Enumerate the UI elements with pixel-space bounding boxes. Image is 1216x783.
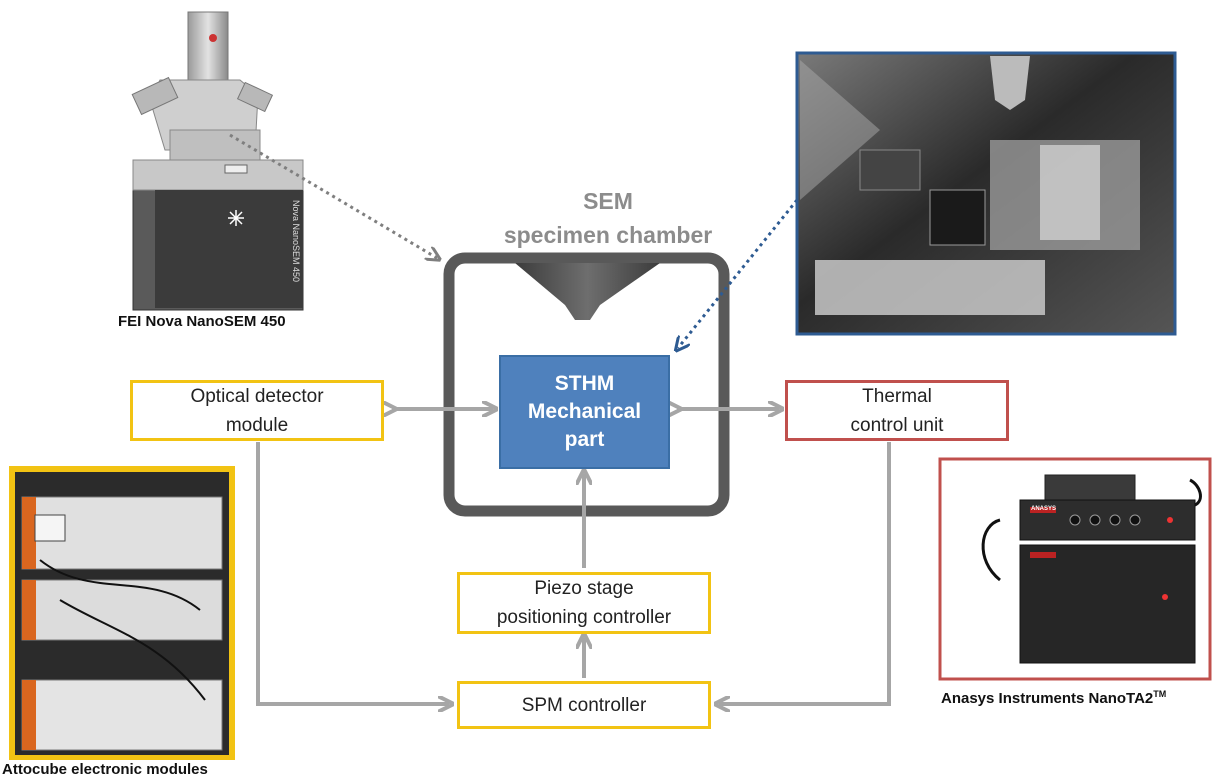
attocube-image [9,466,235,760]
sthm-mechanical-part-box: STHM Mechanical part [499,355,670,469]
anasys-image [938,457,1212,681]
thermal-line2: control unit [850,414,944,436]
sem-side-text: Nova NanoSEM 450 [291,200,301,282]
sem-pointer-arrow [229,133,437,258]
sthm-line1: STHM [554,372,615,395]
thermal-spm-arrow [719,442,891,704]
chamber-photo [795,51,1177,336]
chamber-title-line2: specimen chamber [503,222,713,248]
sthm-line2: Mechanical [527,400,642,423]
anasys-device-logo: ANASYS [1031,506,1057,512]
sem-microscope-image: Nova NanoSEM 450 [131,11,304,311]
optical-spm-arrow [256,442,449,704]
sem-chamber-frame [443,252,730,517]
chamber-title: SEM specimen chamber [478,184,738,252]
sthm-line3: part [564,428,605,451]
optical-line2: module [225,414,289,436]
piezo-line1: Piezo stage [534,578,634,599]
optical-detector-box: Optical detector module [130,380,384,441]
thermal-control-box: Thermal control unit [785,380,1009,441]
optical-line1: Optical detector [190,385,324,407]
anasys-caption: Anasys Instruments NanoTA2TM [941,689,1166,707]
piezo-line2: positioning controller [496,607,672,628]
anasys-trademark: TM [1153,689,1167,699]
chamber-title-line1: SEM [583,188,633,214]
electron-column-tip [515,263,660,320]
spm-label: SPM controller [521,694,647,716]
sem-caption: FEI Nova NanoSEM 450 [118,313,286,330]
thermal-line1: Thermal [862,385,932,407]
spm-controller-box: SPM controller [457,681,711,729]
piezo-stage-box: Piezo stage positioning controller [457,572,711,634]
anasys-caption-text: Anasys Instruments NanoTA2 [941,690,1154,707]
attocube-caption: Attocube electronic modules [2,761,208,778]
